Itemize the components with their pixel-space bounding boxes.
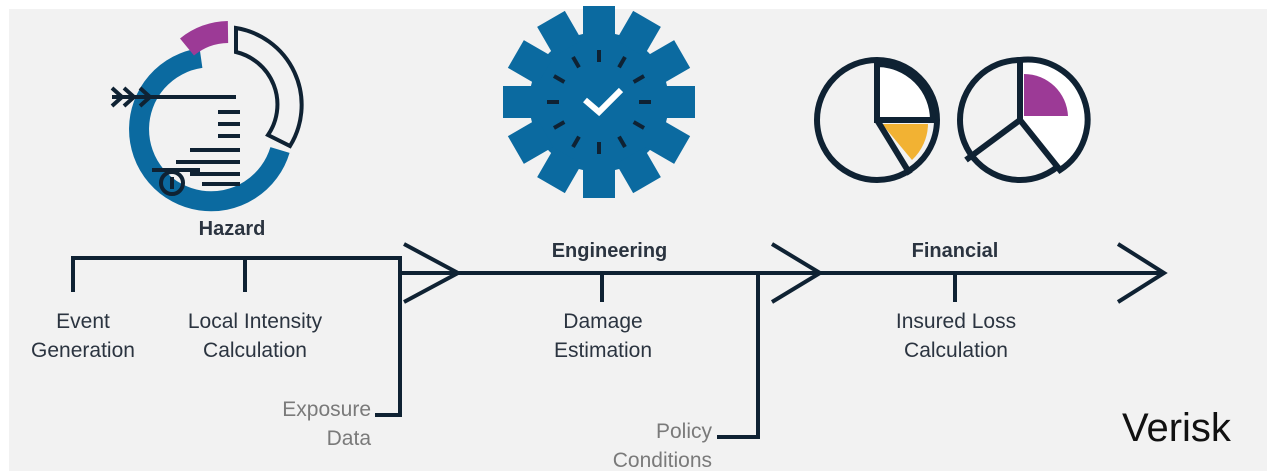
hazard-purple-segment xyxy=(180,21,229,56)
stage-financial: Financial xyxy=(911,240,999,262)
policy-bracket xyxy=(717,273,760,439)
brand-label: Verisk xyxy=(1122,406,1231,450)
arrow-financial xyxy=(1116,242,1168,304)
pie-left xyxy=(814,57,940,183)
financial-icon xyxy=(814,56,1091,183)
pie-right xyxy=(957,56,1091,183)
stage-engineering: Engineering xyxy=(551,240,668,262)
hazard-outline-segment xyxy=(234,25,304,149)
hazard-blue-arc xyxy=(129,48,290,212)
arrow-engineering xyxy=(770,242,824,304)
hazard-icon xyxy=(110,21,304,212)
clock-hands xyxy=(583,87,624,117)
stage-hazard: Hazard xyxy=(198,218,266,240)
engineering-icon xyxy=(503,6,695,198)
flow-lines xyxy=(71,242,1168,439)
gauge-circle xyxy=(159,170,185,196)
arrow-hazard xyxy=(403,242,463,304)
hazard-bracket xyxy=(71,256,402,417)
